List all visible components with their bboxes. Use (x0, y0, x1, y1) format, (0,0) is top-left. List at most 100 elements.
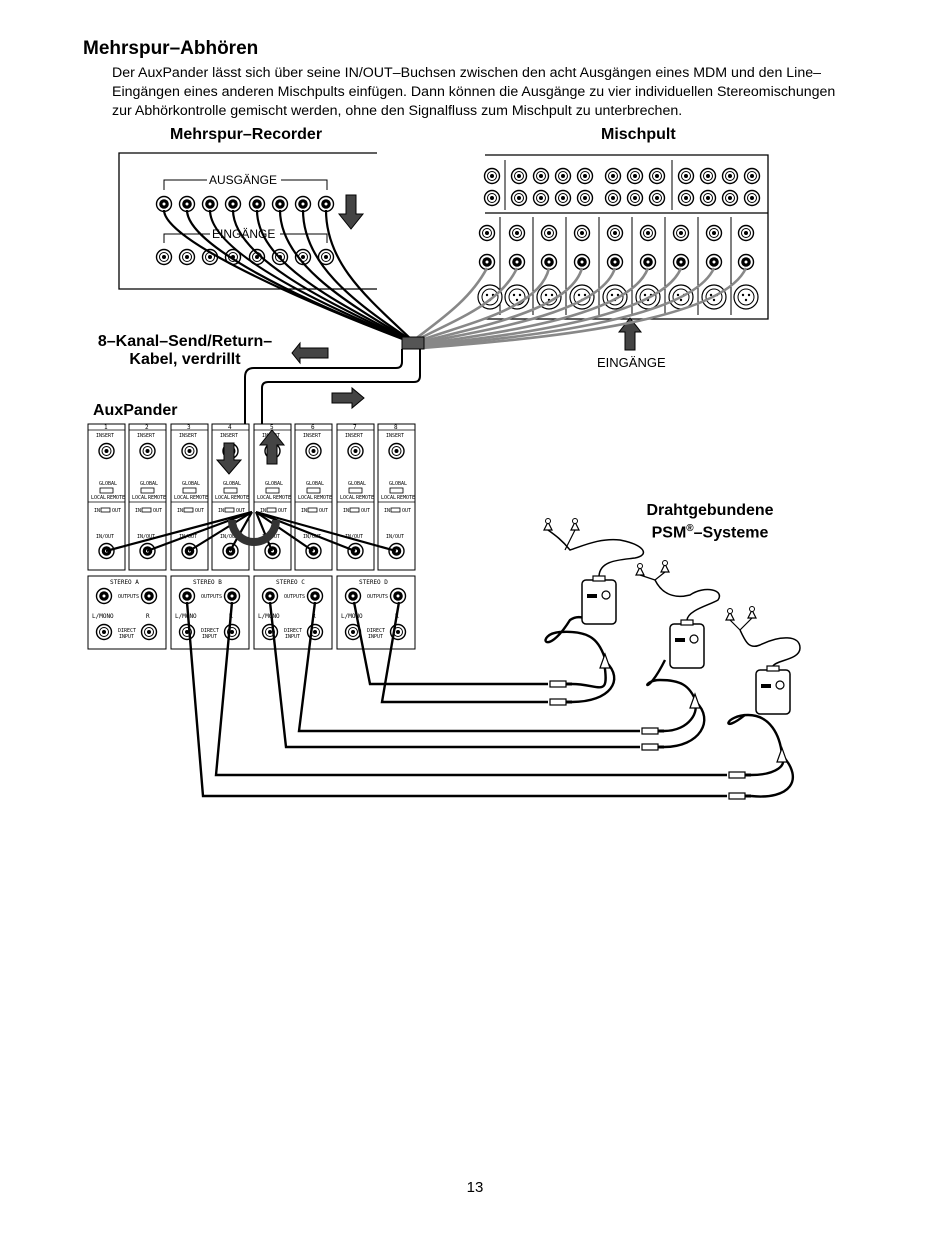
in-out-label: IN/OUT (345, 534, 363, 540)
local-label: LOCAL (174, 495, 189, 501)
remote-label: REMOTE (148, 495, 166, 501)
insert-label: INSERT (345, 433, 363, 439)
section-heading: Mehrspur–Abhören (83, 38, 259, 59)
psm-label: Drahtgebundene PSM®–Systeme (630, 502, 790, 542)
in-label: IN (218, 508, 224, 514)
auxpander-label: AuxPander (93, 402, 178, 419)
psm-label-line2: PSM®–Systeme (630, 520, 790, 542)
left-arrow-icon (291, 341, 329, 365)
snake-cable (244, 349, 421, 520)
global-label: GLOBAL (306, 481, 324, 487)
in-out-label: IN/OUT (96, 534, 114, 540)
psm-text: PSM (651, 524, 687, 542)
local-label: LOCAL (340, 495, 355, 501)
in-out-switch[interactable] (307, 507, 318, 513)
up-arrow-icon (617, 317, 643, 351)
recorder-outputs-label: AUSGÄNGE (209, 173, 277, 187)
input-label: INPUT (202, 634, 217, 640)
stereo-section-title: STEREO D (359, 579, 388, 586)
global-switch[interactable] (182, 487, 197, 494)
remote-label: REMOTE (314, 495, 332, 501)
in-out-switch[interactable] (349, 507, 360, 513)
local-label: LOCAL (257, 495, 272, 501)
in-label: IN (384, 508, 390, 514)
out-label: OUT (319, 508, 328, 514)
global-label: GLOBAL (389, 481, 407, 487)
global-switch[interactable] (99, 487, 114, 494)
global-label: GLOBAL (223, 481, 241, 487)
mixer-inputs-label: EINGÄNGE (597, 355, 666, 370)
psm-bodypack-1 (543, 517, 645, 625)
outputs-label: OUTPUTS (284, 594, 305, 600)
mixer-top-jacks (483, 167, 761, 207)
remote-label: REMOTE (190, 495, 208, 501)
global-switch[interactable] (265, 487, 280, 494)
remote-label: REMOTE (107, 495, 125, 501)
in-label: IN (135, 508, 141, 514)
recorder-cables (162, 209, 413, 342)
in-out-switch[interactable] (141, 507, 152, 513)
out-label: OUT (236, 508, 245, 514)
insert-label: INSERT (220, 433, 238, 439)
insert-label: INSERT (386, 433, 404, 439)
insert-label: INSERT (137, 433, 155, 439)
snake-connector (401, 336, 425, 350)
out-label: OUT (195, 508, 204, 514)
in-label: IN (301, 508, 307, 514)
auxpander-unit: 1 INSERT GLOBAL LOCAL REMOTE IN OUT IN/O… (87, 423, 416, 650)
mixing-console (477, 154, 769, 351)
mixer-cables (413, 267, 748, 350)
psm-bodypack-3 (725, 605, 801, 715)
in-out-switch[interactable] (183, 507, 194, 513)
in-out-label: IN/OUT (386, 534, 404, 540)
global-switch[interactable] (348, 487, 363, 494)
psm-suffix: –Systeme (693, 524, 769, 542)
remote-label: REMOTE (397, 495, 415, 501)
in-out-label: IN/OUT (303, 534, 321, 540)
cable-label-line1: 8–Kanal–Send/Return– (97, 333, 273, 350)
down-arrow-icon (337, 194, 365, 230)
insert-label: INSERT (96, 433, 114, 439)
in-out-switch[interactable] (266, 507, 277, 513)
l-mono-label: L/MONO (175, 613, 197, 620)
registered-mark: ® (686, 523, 694, 534)
in-out-switch[interactable] (224, 507, 235, 513)
remote-label: REMOTE (273, 495, 291, 501)
out-label: OUT (402, 508, 411, 514)
outputs-label: OUTPUTS (118, 594, 139, 600)
insert-label: INSERT (303, 433, 321, 439)
channel-number: 2 (145, 424, 149, 431)
stereo-section-title: STEREO B (193, 579, 222, 586)
in-out-fanout-cables (105, 510, 397, 553)
direct-label: DIRECT (367, 628, 385, 634)
direct-label: DIRECT (284, 628, 302, 634)
psm-connector-tips (599, 652, 788, 763)
psm-bodypack-2 (635, 559, 721, 669)
channel-number: 1 (104, 424, 108, 431)
out-label: OUT (278, 508, 287, 514)
in-out-switch[interactable] (390, 507, 401, 513)
psm-feed-cables (185, 601, 727, 798)
input-label: INPUT (285, 634, 300, 640)
local-label: LOCAL (381, 495, 396, 501)
in-out-label: IN/OUT (137, 534, 155, 540)
local-label: LOCAL (215, 495, 230, 501)
global-label: GLOBAL (140, 481, 158, 487)
global-switch[interactable] (306, 487, 321, 494)
global-switch[interactable] (389, 487, 404, 494)
r-label: R (146, 613, 150, 620)
psm-label-line1: Drahtgebundene (646, 502, 774, 519)
in-out-label: IN/OUT (220, 534, 238, 540)
channel-strips: 1 INSERT GLOBAL LOCAL REMOTE IN OUT IN/O… (87, 423, 416, 571)
channel-number: 3 (187, 424, 191, 431)
up-arrow-icon (258, 429, 286, 465)
in-out-switch[interactable] (100, 507, 111, 513)
remote-label: REMOTE (231, 495, 249, 501)
in-label: IN (177, 508, 183, 514)
local-label: LOCAL (298, 495, 313, 501)
right-arrow-icon (331, 386, 365, 410)
global-switch[interactable] (223, 487, 238, 494)
psm-input-plugs (549, 680, 752, 800)
global-switch[interactable] (140, 487, 155, 494)
